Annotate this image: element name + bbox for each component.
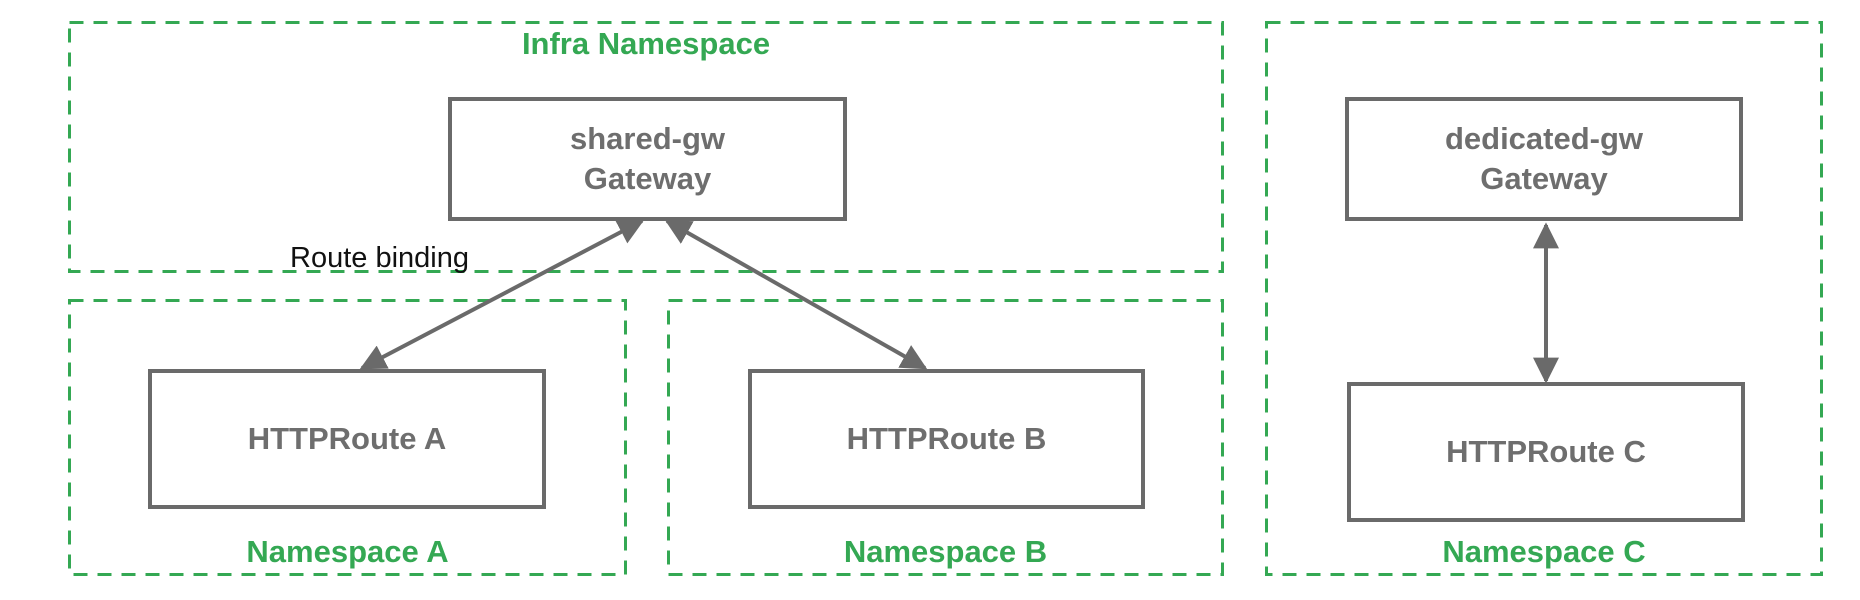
infra-namespace-boundary — [68, 21, 1224, 273]
namespace-c-title: Namespace C — [1442, 534, 1646, 569]
route-binding-arrow-a — [359, 219, 645, 370]
route-binding-annotation: Route binding — [290, 242, 469, 274]
dedicated-gw-gateway-label: dedicated-gw Gateway — [1445, 119, 1643, 198]
dedicated-gw-name: dedicated-gw — [1444, 121, 1644, 157]
httproute-b-node: HTTPRoute B — [748, 369, 1145, 509]
route-binding-arrow-b — [664, 219, 928, 370]
httproute-a-node: HTTPRoute A — [148, 369, 546, 509]
dedicated-gw-gateway-node: dedicated-gw Gateway — [1345, 97, 1743, 221]
shared-gw-gateway-label: shared-gw Gateway — [570, 119, 725, 198]
namespace-a-title: Namespace A — [246, 534, 449, 569]
httproute-a-label: HTTPRoute A — [247, 421, 447, 457]
shared-gw-name: shared-gw — [569, 121, 726, 157]
infra-namespace-title: Infra Namespace — [521, 26, 771, 61]
namespace-b-title: Namespace B — [843, 534, 1048, 569]
shared-gw-gateway-node: shared-gw Gateway — [448, 97, 847, 221]
dedicated-gw-kind: Gateway — [1480, 161, 1608, 196]
httproute-c-label: HTTPRoute C — [1446, 434, 1646, 470]
httproute-c-node: HTTPRoute C — [1347, 382, 1745, 522]
shared-gw-kind: Gateway — [583, 161, 712, 196]
httproute-b-label: HTTPRoute B — [846, 421, 1047, 457]
namespace-c-boundary — [1265, 21, 1823, 576]
namespace-a-boundary — [68, 299, 627, 576]
namespace-b-boundary — [667, 299, 1224, 576]
